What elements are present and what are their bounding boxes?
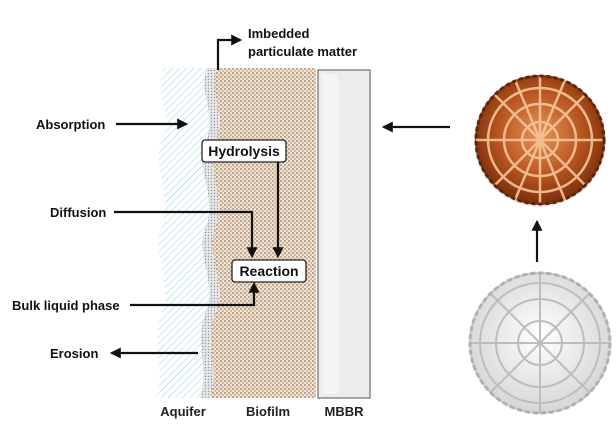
- column-label-mbbr: MBBR: [325, 404, 365, 419]
- diffusion-label: Diffusion: [50, 205, 106, 220]
- imbedded-label-line1: Imbedded: [248, 26, 309, 41]
- absorption-label: Absorption: [36, 117, 105, 132]
- column-label-aquifer: Aquifer: [160, 404, 206, 419]
- colonized-carrier-image: [474, 74, 606, 207]
- bulk-liquid-label: Bulk liquid phase: [12, 298, 120, 313]
- column-label-biofilm: Biofilm: [246, 404, 290, 419]
- bulk-liquid-arrow: [130, 281, 260, 307]
- imbedded-label-line2: particulate matter: [248, 44, 357, 59]
- reaction-label: Reaction: [239, 263, 298, 279]
- biofilm-layer: [206, 68, 316, 398]
- imbedded-arrow: [216, 34, 243, 70]
- aquifer-layer: [156, 68, 212, 398]
- new-carrier-image: [468, 271, 612, 415]
- hydrolysis-box: [201, 139, 287, 163]
- hydrolysis-label: Hydrolysis: [208, 143, 280, 159]
- reaction-box: [231, 259, 307, 283]
- erosion-label: Erosion: [50, 346, 98, 361]
- diffusion-arrow: [114, 210, 258, 259]
